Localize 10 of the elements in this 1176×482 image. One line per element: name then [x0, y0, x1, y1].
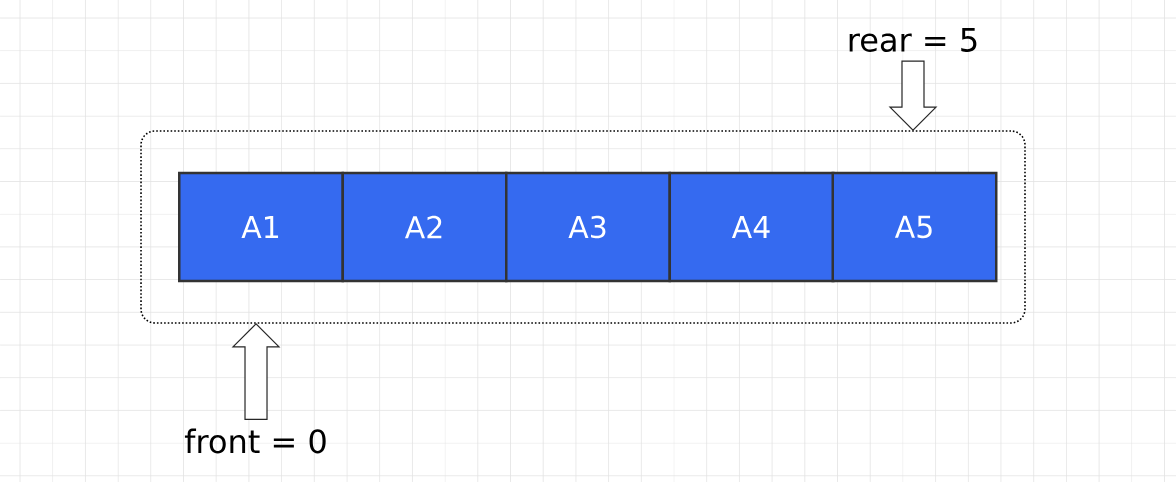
array-cell: A5	[831, 171, 998, 283]
block-arrow	[231, 322, 281, 420]
array-cell: A4	[668, 171, 835, 283]
pointer-label: front = 0	[184, 428, 326, 454]
array-cell: A3	[505, 171, 671, 283]
pointer-label: rear = 5	[849, 28, 977, 52]
dotted-frame	[140, 130, 1026, 324]
array-cell: A1	[178, 171, 344, 283]
array-cell: A2	[341, 171, 508, 283]
block-arrow	[888, 60, 938, 132]
